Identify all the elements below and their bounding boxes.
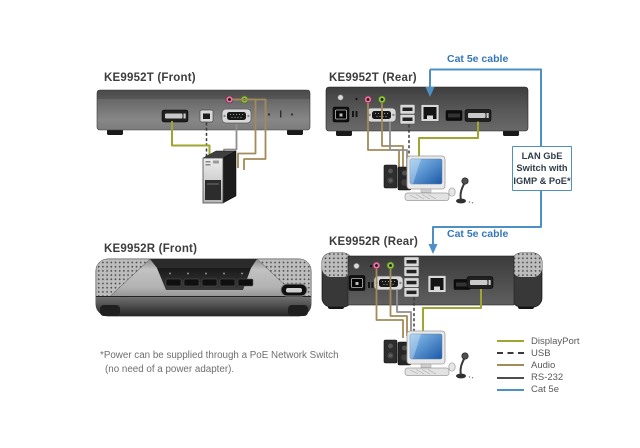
legend-item-rs232: RS-232	[497, 372, 580, 384]
footnote-line2: (no need of a power adapter).	[105, 363, 235, 375]
audio-cable	[367, 103, 400, 172]
cat5e-line-swatch	[497, 388, 524, 391]
ke9952t-rear-label: KE9952T (Rear)	[329, 72, 417, 84]
mic-jack	[225, 95, 234, 104]
displayport-cable	[422, 289, 482, 332]
displayport-port	[161, 109, 189, 123]
usb-b-port	[199, 109, 214, 123]
ke9952r-front-label: KE9952R (Front)	[104, 243, 198, 255]
db9-serial-port	[221, 108, 252, 124]
cat5e-cable-bottom	[428, 189, 542, 254]
power-inlet	[332, 106, 350, 123]
legend-label: USB	[531, 347, 551, 359]
left-bumper	[321, 252, 353, 308]
usb-a-port	[403, 256, 420, 267]
grounding-screw	[371, 282, 374, 288]
cat5e-cable-label-bottom: Cat 5e cable	[447, 228, 509, 240]
r-rear-cables	[375, 269, 482, 338]
displayport-port	[464, 109, 492, 122]
ke9952r-rear-label: KE9952R (Rear)	[329, 236, 419, 248]
workstation-icon	[383, 330, 475, 380]
switch-box-line: Switch with	[516, 163, 568, 174]
legend-item-audio: Audio	[497, 359, 580, 371]
power-led	[353, 262, 360, 270]
displayport-line-swatch	[497, 340, 524, 343]
grounding-screw	[368, 282, 370, 288]
front-indicators	[267, 110, 294, 118]
reset-button	[369, 264, 373, 268]
lan-switch-box: LAN GbE Switch with IGMP & PoE*	[512, 146, 572, 191]
legend-item-displayport: DisplayPort	[497, 335, 580, 347]
legend-item-usb: USB	[497, 347, 580, 359]
legend-item-cat5e: Cat 5e	[497, 384, 580, 396]
front-panel-buttons	[165, 272, 254, 287]
audio-line-swatch	[497, 364, 524, 367]
usb-a-port	[399, 104, 416, 115]
right-bumper	[511, 252, 543, 308]
legend-label: Audio	[531, 359, 556, 371]
cat5e-cable-label-top: Cat 5e cable	[447, 53, 509, 65]
switch-box-line: LAN GbE	[521, 151, 563, 162]
power-led	[337, 94, 344, 101]
grounding-screw	[355, 111, 358, 117]
rj45-lan-port	[420, 104, 440, 122]
device-foot	[288, 305, 308, 316]
poe-footnote: *Power can be supplied through a PoE Net…	[100, 349, 339, 376]
ke9952t-rear-device	[325, 86, 529, 136]
workstation-icon	[383, 155, 475, 205]
displayport-port	[466, 276, 494, 289]
grounding-screw	[352, 111, 354, 117]
ke9952r-front-device	[95, 258, 312, 317]
usb-line-swatch	[497, 352, 524, 355]
rj45-lan-port	[427, 275, 447, 293]
device-foot	[100, 305, 120, 316]
switch-box-line: IGMP & PoE*	[513, 175, 571, 186]
speaker-jack	[378, 95, 386, 104]
footnote-line1: *Power can be supplied through a PoE Net…	[100, 350, 339, 361]
legend-label: RS-232	[531, 372, 564, 384]
usb-a-port	[403, 266, 420, 277]
usb-a-port	[399, 114, 416, 125]
power-inlet	[348, 275, 366, 291]
cat5e-cable-top	[425, 68, 542, 146]
ke9952t-front-label: KE9952T (Front)	[104, 72, 196, 84]
displayport-cable	[418, 121, 479, 162]
cable-legend: DisplayPort USB Audio RS-232 Cat 5e	[497, 335, 580, 396]
db9-serial-port	[373, 275, 404, 291]
rs232-line-swatch	[497, 376, 524, 379]
ke9952t-front-device	[96, 89, 311, 135]
audio-cable	[389, 269, 408, 336]
reset-button	[355, 97, 358, 101]
t-rear-cables	[367, 103, 479, 172]
pc-tower-icon	[202, 150, 237, 204]
legend-label: DisplayPort	[531, 335, 580, 347]
speaker-jack	[386, 261, 395, 270]
ke9952r-rear-device	[321, 252, 543, 309]
mic-jack	[372, 261, 381, 270]
rs232-cable	[396, 290, 412, 334]
audio-cable	[375, 269, 404, 338]
usb-a-port	[403, 277, 420, 288]
usb-a-port	[403, 287, 420, 298]
mic-jack	[364, 95, 372, 104]
audio-cable	[243, 98, 267, 170]
legend-label: Cat 5e	[531, 384, 559, 396]
sfp-slot	[445, 110, 463, 121]
audio-cable	[381, 103, 404, 170]
